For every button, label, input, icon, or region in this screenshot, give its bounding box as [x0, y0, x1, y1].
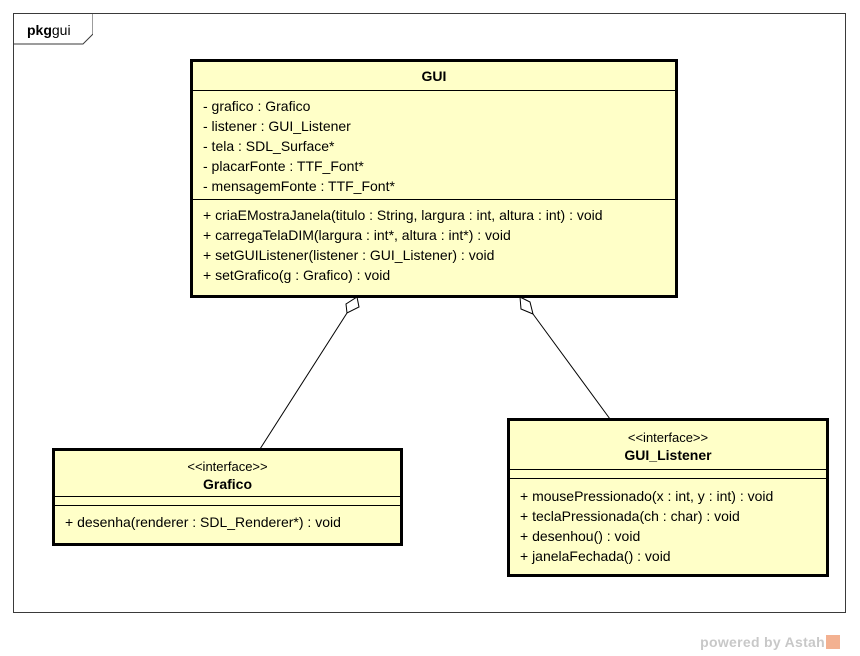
class-gui-attributes: - grafico : Grafico - listener : GUI_Lis…: [193, 91, 675, 200]
class-gui-operations: + criaEMostraJanela(titulo : String, lar…: [193, 200, 675, 288]
interface-grafico-attributes: [55, 497, 400, 506]
operation-row: + setGUIListener(listener : GUI_Listener…: [203, 247, 495, 263]
operation-row: + carregaTelaDIM(largura : int*, altura …: [203, 227, 511, 243]
interface-grafico-operations: + desenha(renderer : SDL_Renderer*) : vo…: [55, 506, 400, 535]
stereotype-label: <<interface>>: [627, 430, 709, 445]
interface-grafico[interactable]: <<interface>> Grafico + desenha(renderer…: [52, 448, 403, 546]
class-gui-name: GUI: [421, 68, 447, 84]
stereotype-label: <<interface>>: [187, 459, 268, 474]
operation-row: + janelaFechada() : void: [520, 548, 671, 564]
interface-grafico-header: <<interface>> Grafico: [55, 451, 400, 497]
interface-gui-listener[interactable]: <<interface>> GUI_Listener + mousePressi…: [507, 418, 829, 577]
operation-row: + desenhou() : void: [520, 528, 641, 544]
interface-gui-listener-header: <<interface>> GUI_Listener: [510, 421, 826, 470]
aggregation-diamond-listener: [519, 296, 534, 315]
operation-row: + mousePressionado(x : int, y : int) : v…: [520, 488, 774, 504]
operation-row: + desenha(renderer : SDL_Renderer*) : vo…: [65, 514, 341, 530]
class-gui[interactable]: GUI - grafico : Grafico - listener : GUI…: [190, 59, 678, 298]
attribute-row: - placarFonte : TTF_Font*: [203, 158, 364, 174]
operation-row: + criaEMostraJanela(titulo : String, lar…: [203, 207, 603, 223]
class-gui-header: GUI: [193, 62, 675, 91]
attribute-row: - mensagemFonte : TTF_Font*: [203, 178, 395, 194]
aggregation-line-listener: [532, 313, 611, 420]
package-keyword: pkg: [27, 22, 52, 38]
interface-grafico-name: Grafico: [202, 476, 252, 492]
astah-logo-icon: [826, 635, 840, 649]
astah-watermark: powered by Astah: [700, 634, 840, 650]
interface-gui-listener-name: GUI_Listener: [624, 447, 712, 463]
watermark-text: powered by Astah: [700, 634, 825, 650]
attribute-row: - tela : SDL_Surface*: [203, 138, 335, 154]
package-name: gui: [51, 22, 71, 38]
operation-row: + teclaPressionada(ch : char) : void: [520, 508, 740, 524]
package-tab: [13, 13, 93, 45]
aggregation-line-grafico: [259, 312, 348, 450]
operation-row: + setGrafico(g : Grafico) : void: [203, 267, 391, 283]
package-label: pkggui: [27, 22, 71, 38]
attribute-row: - grafico : Grafico: [203, 98, 311, 114]
attribute-row: - listener : GUI_Listener: [203, 118, 351, 134]
package-frame: [13, 13, 846, 613]
aggregation-diamond-grafico: [345, 296, 360, 314]
interface-gui-listener-attributes: [510, 470, 826, 479]
interface-gui-listener-operations: + mousePressionado(x : int, y : int) : v…: [510, 479, 826, 569]
